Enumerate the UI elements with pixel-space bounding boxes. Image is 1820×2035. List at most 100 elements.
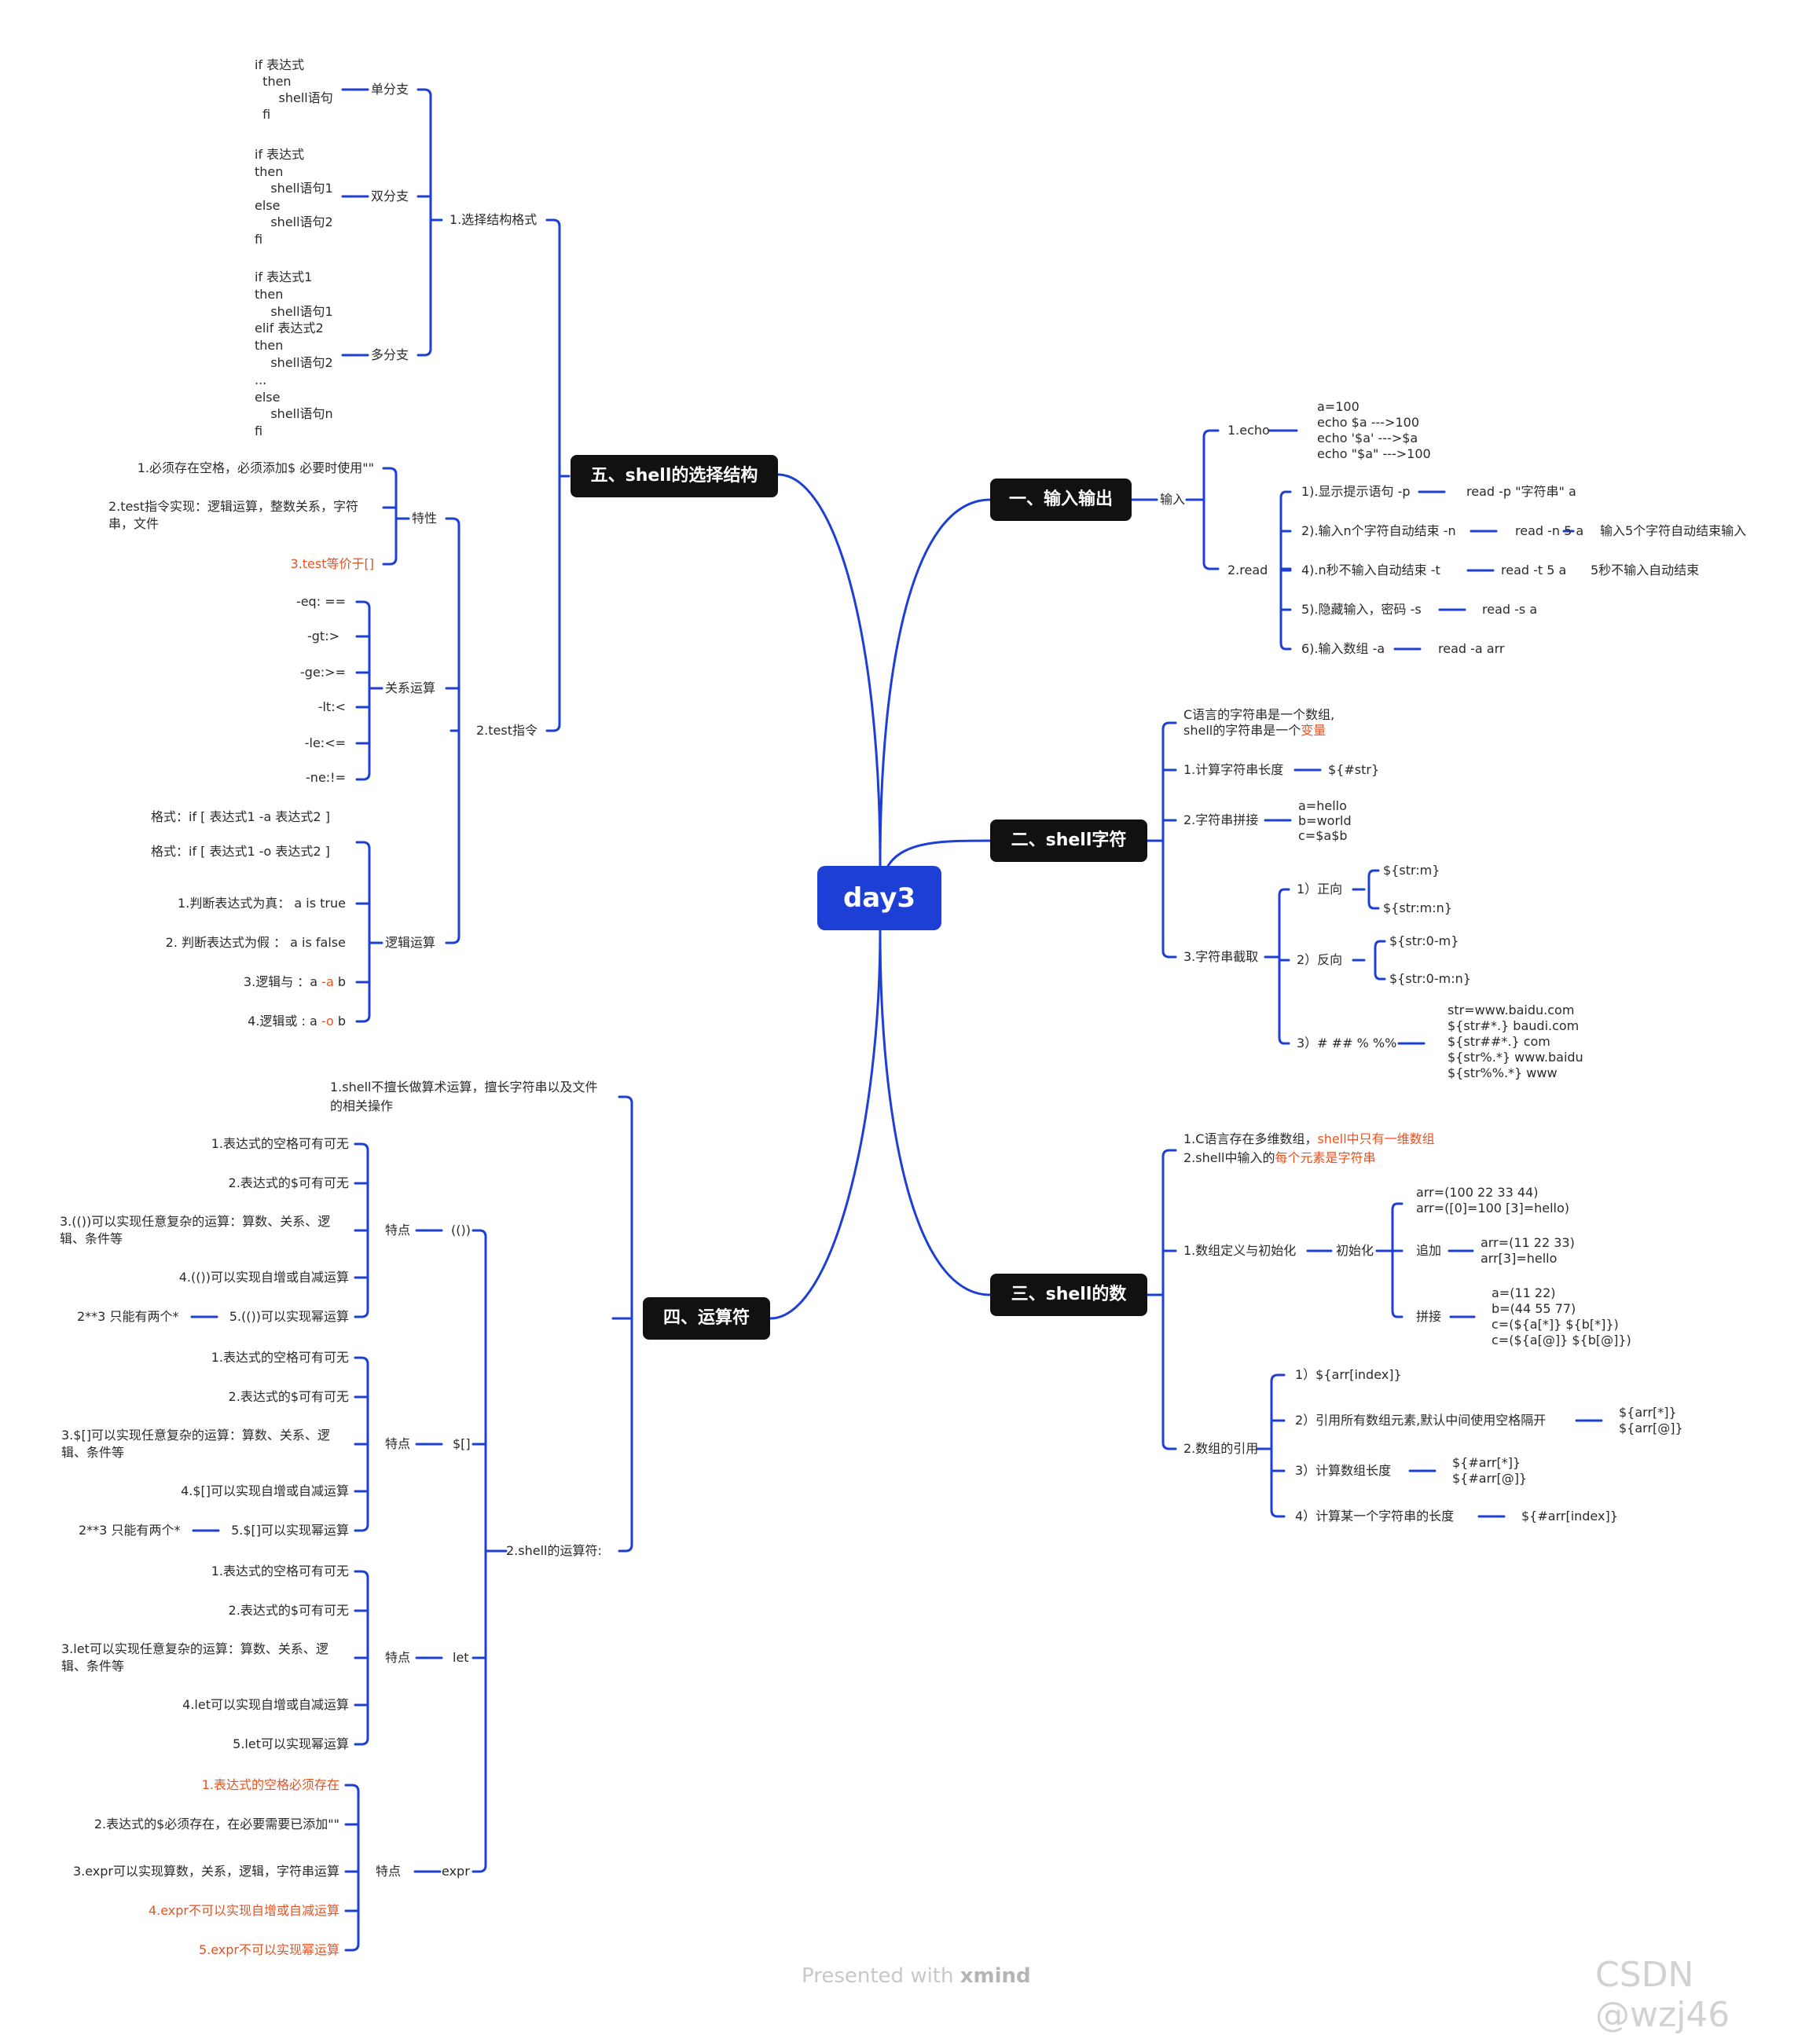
feature-item[interactable]: 5.let可以实现幂运算: [233, 1736, 349, 1751]
format-or[interactable]: 格式：if [ 表达式1 -o 表达式2 ]: [151, 844, 330, 859]
single-branch-code[interactable]: if 表达式 then shell语句 fi: [255, 57, 333, 123]
read-example[interactable]: read -n 5 a: [1515, 523, 1584, 538]
power-note[interactable]: 2**3 只能有两个*: [77, 1309, 179, 1324]
reverse-item[interactable]: ${str:0-m}: [1389, 933, 1459, 948]
node-let[interactable]: let: [453, 1650, 469, 1665]
array-init-examples[interactable]: arr=(100 22 33 44) arr=([0]=100 [3]=hell…: [1416, 1185, 1569, 1216]
node-reverse[interactable]: 2）反向: [1297, 952, 1343, 967]
read-example[interactable]: read -t 5 a: [1501, 563, 1567, 578]
node-test-command[interactable]: 2.test指令: [476, 723, 538, 738]
ref-item[interactable]: 4）计算某一个字符串的长度: [1295, 1509, 1455, 1524]
concat-example[interactable]: a=hello b=world c=$a$b: [1298, 798, 1352, 843]
feature-item[interactable]: 2.表达式的$可有可无: [228, 1389, 349, 1404]
feature-item[interactable]: 4.$[]可以实现自增或自减运算: [181, 1483, 349, 1498]
double-branch-code[interactable]: if 表达式 then shell语句1 else shell语句2 fi: [255, 146, 333, 248]
ref-length-values[interactable]: ${#arr[*]} ${#arr[@]}: [1452, 1455, 1527, 1487]
node-trait[interactable]: 特性: [412, 511, 438, 526]
string-length-value[interactable]: ${#str}: [1328, 762, 1380, 777]
logical-item[interactable]: 2. 判断表达式为假 ： a is false: [165, 935, 346, 950]
relational-op[interactable]: -gt:>: [307, 629, 339, 644]
node-array-append[interactable]: 追加: [1416, 1243, 1442, 1258]
expr-feature-item[interactable]: 3.expr可以实现算数，关系，逻辑，字符串运算: [72, 1864, 339, 1879]
read-note[interactable]: 输入5个字符自动结束输入: [1600, 523, 1747, 538]
ref-item[interactable]: 1）${arr[index]}: [1295, 1367, 1402, 1382]
node-feature[interactable]: 特点: [385, 1650, 411, 1665]
read-option[interactable]: 6).输入数组 -a: [1301, 641, 1385, 656]
feature-item[interactable]: 1.表达式的空格可有可无: [211, 1136, 349, 1151]
node-read[interactable]: 2.read: [1227, 563, 1268, 578]
relational-op[interactable]: -lt:<: [317, 699, 346, 714]
reverse-item[interactable]: ${str:0-m:n}: [1389, 971, 1471, 986]
logical-item[interactable]: 1.判断表达式为真： a is true: [178, 896, 346, 911]
expr-feature-item[interactable]: 1.表达式的空格必须存在: [201, 1777, 339, 1792]
array-append-examples[interactable]: arr=(11 22 33) arr[3]=hello: [1481, 1235, 1575, 1267]
node-array-join[interactable]: 拼接: [1416, 1309, 1442, 1324]
feature-item[interactable]: 4.(())可以实现自增或自减运算: [178, 1270, 349, 1285]
node-pattern-ops[interactable]: 3）# ## % %%: [1297, 1036, 1397, 1050]
feature-item[interactable]: 1.表达式的空格可有可无: [211, 1564, 349, 1578]
node-logical-ops[interactable]: 逻辑运算: [385, 935, 436, 950]
read-example[interactable]: read -p "字符串" a: [1466, 484, 1576, 499]
node-input[interactable]: 输入: [1160, 492, 1186, 507]
topic-shell-array[interactable]: 三、shell的数组: [990, 1274, 1147, 1347]
feature-item[interactable]: 5.$[]可以实现幂运算: [231, 1523, 349, 1538]
node-shell-operators[interactable]: 2.shell的运算符:: [506, 1543, 602, 1558]
read-option[interactable]: 2).输入n个字符自动结束 -n: [1301, 523, 1456, 538]
read-note[interactable]: 5秒不输入自动结束: [1591, 563, 1700, 578]
ref-value[interactable]: ${#arr[index]}: [1521, 1509, 1618, 1524]
topic-shell-string[interactable]: 二、shell字符串: [990, 820, 1147, 893]
node-expr[interactable]: expr: [442, 1864, 470, 1879]
forward-item[interactable]: ${str:m:n}: [1383, 900, 1452, 915]
relational-op[interactable]: -ge:>=: [300, 665, 346, 680]
array-join-examples[interactable]: a=(11 22) b=(44 55 77) c=(${a[*]} ${b[*]…: [1492, 1285, 1631, 1348]
node-array-define[interactable]: 1.数组定义与初始化: [1183, 1243, 1297, 1258]
node-string-length[interactable]: 1.计算字符串长度: [1183, 762, 1284, 777]
node-array-reference[interactable]: 2.数组的引用: [1183, 1441, 1259, 1456]
read-option[interactable]: 1).显示提示语句 -p: [1301, 484, 1411, 499]
node-feature[interactable]: 特点: [385, 1436, 411, 1451]
read-option[interactable]: 4).n秒不输入自动结束 -t: [1301, 563, 1440, 578]
topic-input-output[interactable]: 一、输入输出: [990, 478, 1132, 521]
trait-item[interactable]: 2.test指令实现：逻辑运算，整数关系，字符 串，文件: [108, 498, 358, 533]
power-note[interactable]: 2**3 只能有两个*: [79, 1523, 181, 1538]
relational-op[interactable]: -ne:!=: [306, 770, 346, 785]
node-string-concat[interactable]: 2.字符串拼接: [1183, 812, 1259, 827]
topic-selection-structure[interactable]: 五、shell的选择结构: [571, 455, 778, 497]
pattern-examples[interactable]: str=www.baidu.com ${str#*.} baudi.com ${…: [1448, 1003, 1583, 1081]
feature-item[interactable]: 4.let可以实现自增或自减运算: [182, 1697, 349, 1712]
ref-item[interactable]: 2）引用所有数组元素,默认中间使用空格隔开: [1295, 1413, 1547, 1428]
expr-feature-item[interactable]: 4.expr不可以实现自增或自减运算: [148, 1903, 339, 1918]
feature-item[interactable]: 1.表达式的空格可有可无: [211, 1350, 349, 1365]
node-forward[interactable]: 1）正向: [1297, 882, 1343, 896]
ref-item[interactable]: 3）计算数组长度: [1295, 1463, 1392, 1478]
node-echo[interactable]: 1.echo: [1227, 423, 1270, 438]
forward-item[interactable]: ${str:m}: [1383, 863, 1440, 878]
read-example[interactable]: read -s a: [1482, 602, 1538, 617]
logical-item[interactable]: 4.逻辑或 : a -o b: [248, 1014, 346, 1029]
ref-all-values[interactable]: ${arr[*]} ${arr[@]}: [1619, 1405, 1683, 1436]
node-dollar-bracket[interactable]: $[]: [453, 1436, 471, 1451]
multi-branch-code[interactable]: if 表达式1 then shell语句1 elif 表达式2 then she…: [255, 269, 333, 440]
node-multi-branch[interactable]: 多分支: [371, 347, 409, 362]
central-topic-day3[interactable]: day3: [817, 866, 941, 930]
read-example[interactable]: read -a arr: [1438, 641, 1505, 656]
node-single-branch[interactable]: 单分支: [371, 82, 409, 97]
trait-item[interactable]: 3.test等价于[]: [290, 556, 374, 571]
format-and[interactable]: 格式：if [ 表达式1 -a 表达式2 ]: [151, 809, 330, 824]
feature-item[interactable]: 3.(())可以实现任意复杂的运算：算数、关系、逻 辑、条件等: [60, 1213, 330, 1248]
feature-item[interactable]: 2.表达式的$可有可无: [228, 1603, 349, 1618]
topic-operators[interactable]: 四、运算符: [643, 1297, 770, 1340]
relational-op[interactable]: -le:<=: [304, 735, 346, 750]
feature-item[interactable]: 2.表达式的$可有可无: [228, 1175, 349, 1190]
feature-item[interactable]: 3.$[]可以实现任意复杂的运算：算数、关系、逻 辑、条件等: [61, 1427, 330, 1461]
feature-item[interactable]: 5.(())可以实现幂运算: [229, 1309, 349, 1324]
expr-feature-item[interactable]: 2.表达式的$必须存在，在必要需要已添加"": [94, 1817, 339, 1832]
array-intro[interactable]: 1.C语言存在多维数组，shell中只有一维数组 2.shell中输入的每个元素…: [1183, 1130, 1435, 1168]
node-relational-ops[interactable]: 关系运算: [385, 680, 436, 695]
trait-item[interactable]: 1.必须存在空格，必须添加$ 必要时使用"": [137, 460, 374, 475]
expr-feature-item[interactable]: 5.expr不可以实现幂运算: [198, 1942, 339, 1957]
read-option[interactable]: 5).隐藏输入，密码 -s: [1301, 602, 1422, 617]
feature-item[interactable]: 3.let可以实现任意复杂的运算：算数、关系、逻 辑、条件等: [61, 1641, 328, 1675]
node-substring[interactable]: 3.字符串截取: [1183, 949, 1259, 964]
node-double-paren[interactable]: (()): [451, 1223, 471, 1238]
